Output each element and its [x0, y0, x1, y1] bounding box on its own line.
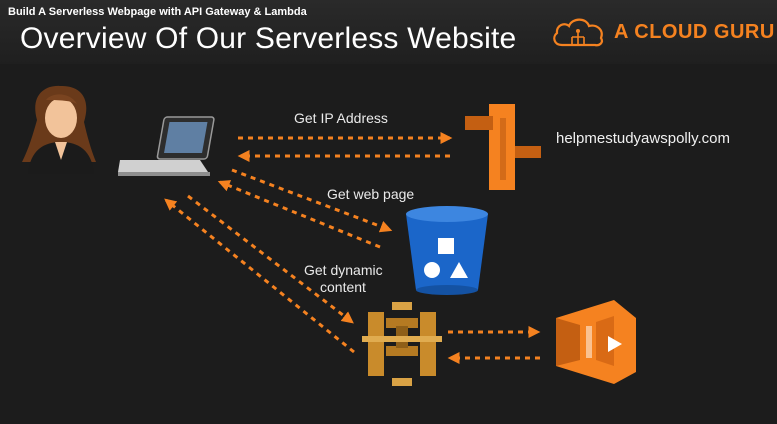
lambda-icon: [556, 300, 636, 384]
video-title: Build A Serverless Webpage with API Gate…: [8, 6, 307, 18]
slide-title: Overview Of Our Serverless Website: [20, 22, 517, 55]
brand-logo: A CLOUD GURU: [550, 14, 775, 50]
laptop-icon: [118, 116, 215, 176]
label-get-ip: Get IP Address: [294, 110, 388, 126]
user-icon: [22, 85, 96, 174]
route53-icon: [465, 104, 541, 190]
label-get-web-page: Get web page: [327, 186, 415, 202]
arrow-get-dynamic-request: [187, 194, 354, 324]
cloud-logo-icon: [553, 18, 603, 47]
arrow-get-dynamic-response: [164, 198, 355, 354]
s3-bucket-icon: [406, 206, 488, 295]
arrow-get-web-page-request: [231, 168, 393, 233]
domain-name: helpmestudyawspolly.com: [556, 130, 730, 147]
api-gateway-icon: [362, 302, 442, 386]
header-bar: Build A Serverless Webpage with API Gate…: [0, 0, 777, 64]
arrow-get-web-page-response: [217, 180, 381, 249]
brand-name: A CLOUD GURU: [614, 20, 775, 43]
label-get-dynamic-line1: Get dynamic: [304, 262, 383, 278]
label-get-dynamic-line2: content: [320, 279, 366, 295]
